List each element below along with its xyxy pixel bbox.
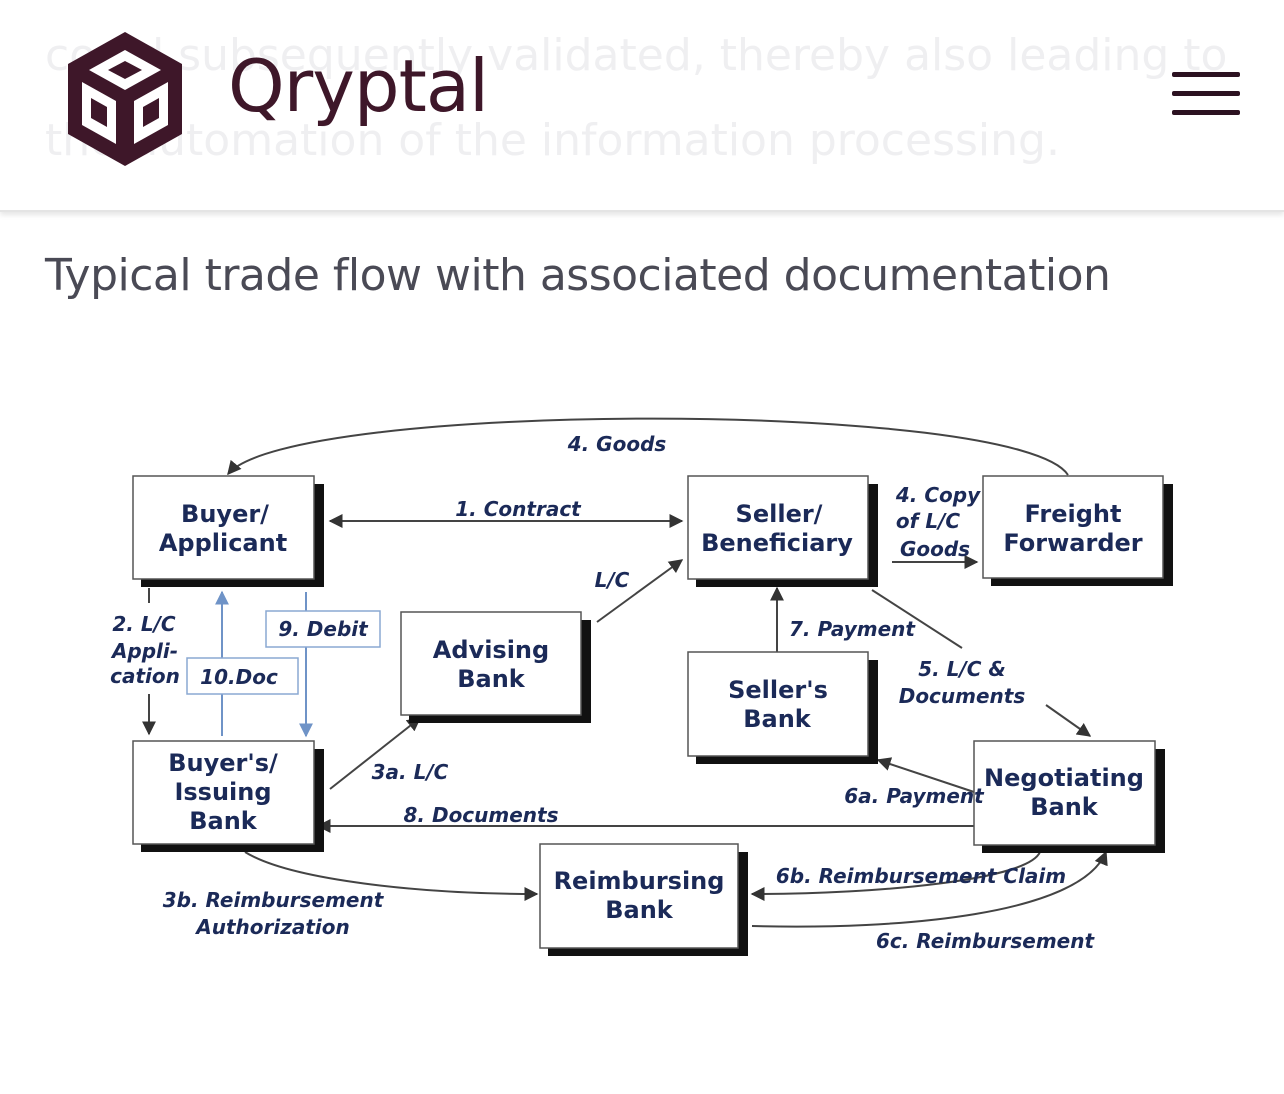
negotiating-label-line-2: Bank — [1030, 793, 1099, 821]
documents-label: 8. Documents — [403, 803, 558, 827]
sellers-bank-label-line-1: Seller's — [728, 676, 828, 704]
seller-label-line-2: Beneficiary — [701, 529, 853, 557]
flow-arrows — [142, 417, 1108, 928]
sellers-bank-label-line-2: Bank — [743, 705, 812, 733]
site-header: Qryptal — [0, 0, 1284, 212]
lc-documents-label-line-2: Documents — [899, 684, 1026, 708]
seller-label-line-1: Seller/ — [736, 500, 823, 528]
reimbursement-auth-label-line-1: 3b. Reimbursement — [163, 888, 385, 912]
issuing-bank-box: Buyer's/ Issuing Bank — [132, 740, 324, 852]
reimbursing-label-line-2: Bank — [605, 896, 674, 924]
goods-label: 4. Goods — [567, 432, 667, 456]
issuing-label-line-3: Bank — [189, 807, 258, 835]
issuing-label-line-1: Buyer's/ — [168, 749, 278, 777]
background-text-line-1: could subsequently validated, thereby al… — [45, 30, 1228, 81]
payment-6a-label: 6a. Payment — [844, 784, 985, 808]
negotiating-label-line-1: Negotiating — [984, 764, 1144, 792]
freight-label-line-2: Forwarder — [1003, 529, 1142, 557]
doc-tag: 10.Doc — [186, 657, 299, 695]
buyer-label-line-1: Buyer/ — [181, 500, 269, 528]
debit-tag: 9. Debit — [265, 610, 381, 648]
copy-lc-label-line-3: Goods — [900, 537, 970, 561]
lc-label: L/C — [595, 568, 630, 592]
buyer-applicant-box: Buyer/ Applicant — [132, 475, 324, 587]
page-title: Typical trade flow with associated docum… — [45, 250, 1111, 301]
freight-label-line-1: Freight — [1025, 500, 1122, 528]
issuing-label-line-2: Issuing — [174, 778, 271, 806]
advising-label-line-1: Advising — [433, 636, 549, 664]
lc-application-label-line-2: Appli- — [110, 639, 178, 663]
hamburger-icon[interactable] — [1172, 72, 1240, 116]
advising-label-line-2: Bank — [457, 665, 526, 693]
sellers-bank-box: Seller's Bank — [687, 651, 878, 764]
reimbursement-label: 6c. Reimbursement — [876, 929, 1096, 953]
doc-label: 10.Doc — [200, 665, 278, 689]
copy-lc-label-line-1: 4. Copy — [895, 483, 981, 507]
lc-documents-label-line-1: 5. L/C & — [918, 657, 1006, 681]
seller-beneficiary-box: Seller/ Beneficiary — [687, 475, 878, 587]
freight-forwarder-box: Freight Forwarder — [982, 475, 1173, 586]
flow-labels: 4. Goods 1. Contract 4. Copy of L/C Good… — [110, 432, 1096, 953]
reimbursing-bank-box: Reimbursing Bank — [539, 843, 748, 956]
buyer-label-line-2: Applicant — [159, 529, 287, 557]
lc-application-label-line-3: cation — [110, 664, 180, 688]
reimbursement-auth-label-line-2: Authorization — [194, 915, 350, 939]
qryptal-logo-icon[interactable] — [60, 26, 190, 171]
debit-label: 9. Debit — [278, 617, 369, 641]
brand-name[interactable]: Qryptal — [228, 44, 489, 128]
reimbursing-label-line-1: Reimbursing — [554, 867, 725, 895]
reimbursement-claim-label: 6b. Reimbursement Claim — [776, 864, 1066, 888]
background-text-line-2: the automation of the information proces… — [45, 115, 1060, 166]
lc-3a-label: 3a. L/C — [372, 760, 449, 784]
contract-label: 1. Contract — [455, 497, 582, 521]
payment-label: 7. Payment — [789, 617, 916, 641]
negotiating-bank-box: Negotiating Bank — [973, 740, 1165, 853]
copy-lc-label-line-2: of L/C — [896, 509, 960, 533]
advising-bank-box: Advising Bank — [400, 611, 591, 723]
lc-application-label-line-1: 2. L/C — [112, 612, 176, 636]
